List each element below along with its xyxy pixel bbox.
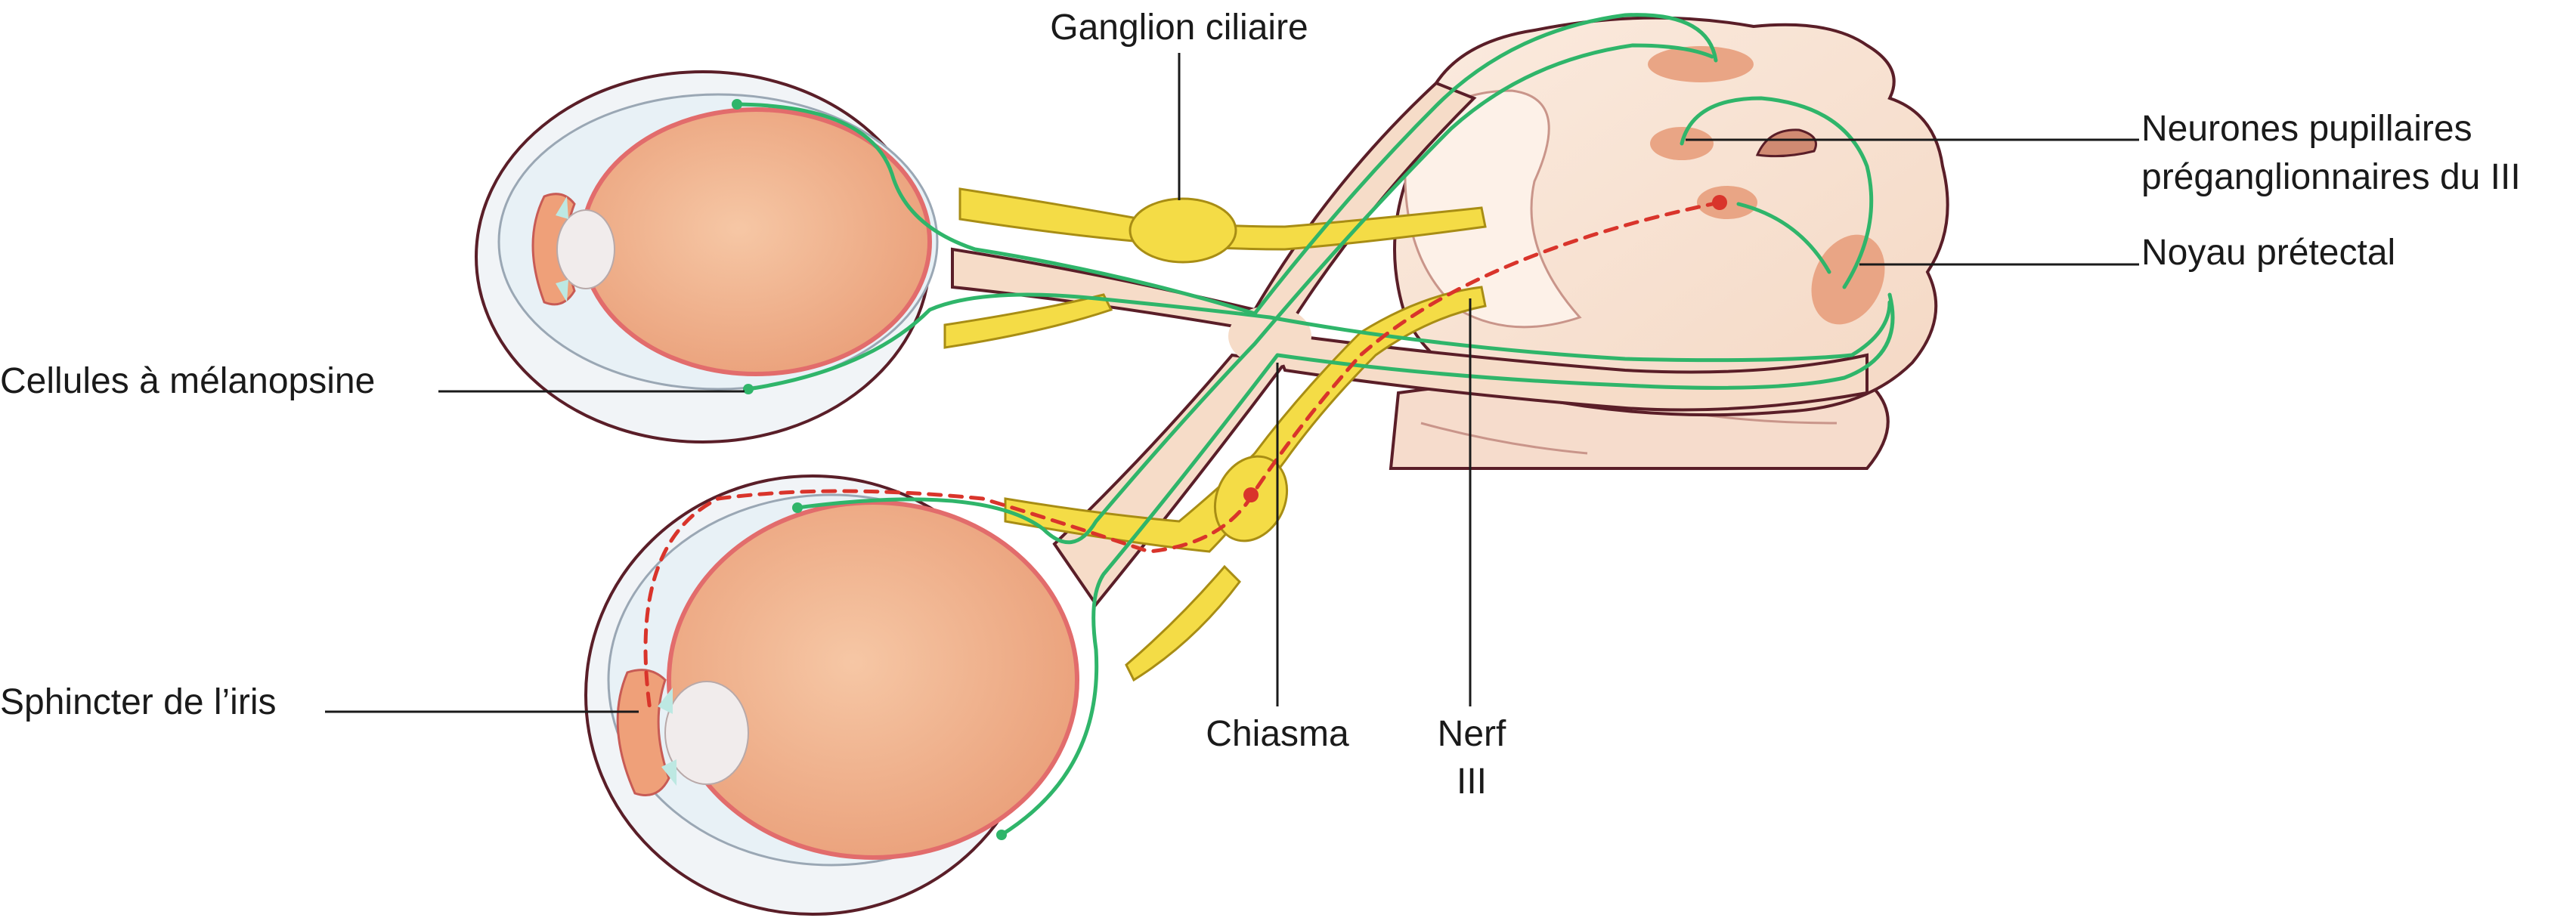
label-sphincter-iris: Sphincter de l’iris — [0, 682, 276, 722]
fiber-upper-eye-bottom — [746, 292, 1892, 391]
fiber-terminal-dot-1 — [732, 99, 742, 110]
nucleus-top — [1648, 46, 1754, 82]
ciliary-ganglion — [1129, 197, 1237, 264]
eye-lower-iris — [616, 669, 670, 796]
fiber-terminal-dot-3 — [792, 502, 803, 513]
label-nerf-line1: Nerf — [1438, 714, 1506, 754]
fiber-terminal-dot-2 — [743, 384, 754, 394]
eye-lower-ciliary — [658, 688, 677, 786]
eye-upper — [475, 70, 939, 444]
eye-lower — [584, 474, 1079, 916]
eye-upper-iris — [531, 193, 576, 306]
efferent-dot-ganglion — [1243, 487, 1259, 502]
eye-lower-lens — [664, 681, 749, 785]
fiber-lower-eye-top — [795, 43, 1714, 545]
label-noyau-pretectal: Noyau prétectal — [2141, 233, 2395, 273]
efferent-fiber — [643, 200, 1722, 712]
efferent-pathway — [643, 195, 1727, 712]
eye-upper-ciliary — [556, 196, 568, 302]
brainstem — [1389, 16, 1949, 470]
label-neurones-line2: préganglionnaires du III — [2141, 157, 2521, 197]
efferent-dot-nucleus — [1712, 195, 1727, 210]
fiber-pretectal-edinger — [1736, 202, 1831, 274]
label-nerf-line2: III — [1457, 762, 1487, 802]
fiber-lower-eye-bottom — [999, 292, 1895, 837]
labels: Ganglion ciliaire Neurones pupillaires p… — [0, 8, 2521, 802]
melanopsin-fibers — [732, 13, 1895, 840]
ciliary-nerve-upper-return — [943, 293, 1113, 349]
label-chiasma: Chiasma — [1206, 714, 1349, 754]
label-ganglion-ciliaire: Ganglion ciliaire — [1050, 8, 1308, 48]
label-cellules-melanopsine: Cellules à mélanopsine — [0, 361, 375, 401]
leader-lines — [325, 53, 2139, 713]
eye-upper-lens — [556, 209, 615, 289]
fiber-pretectal-loop — [1680, 96, 1874, 289]
label-neurones-line1: Neurones pupillaires — [2141, 109, 2472, 149]
optic-tract-lower — [1267, 330, 1869, 412]
fiber-terminal-dot-4 — [996, 830, 1007, 840]
fiber-upper-eye-top — [735, 13, 1718, 316]
aqueduct — [1755, 128, 1817, 158]
eye-lower-globe — [667, 500, 1079, 860]
ciliary-nerve-lower-return — [1125, 564, 1241, 682]
